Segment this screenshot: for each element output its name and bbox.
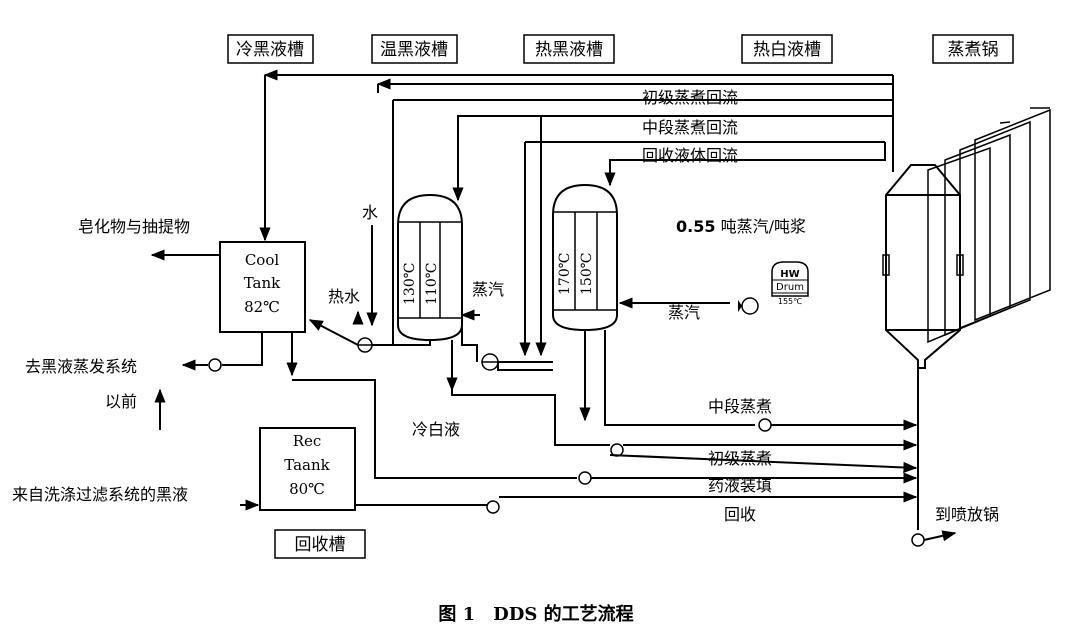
warm-black-tank: 130℃ 110℃ (397, 193, 463, 342)
blow-pump-icon (911, 533, 925, 547)
svg-text:155℃: 155℃ (778, 297, 802, 306)
return-recovered-label: 回收液体回流 (642, 146, 738, 165)
hw-drum-icon: HW Drum 155℃ (771, 261, 809, 306)
flow-middle-label: 中段蒸煮 (708, 397, 772, 416)
svg-text:蒸煮锅: 蒸煮锅 (948, 40, 999, 60)
svg-text:HW: HW (780, 269, 799, 280)
return-initial-label: 初级蒸煮回流 (642, 88, 738, 107)
header-warm-black: 温黑液槽 (371, 34, 458, 64)
svg-text:Rec: Rec (293, 432, 322, 450)
svg-text:110℃: 110℃ (424, 263, 440, 305)
figure-caption: 图 1 DDS 的工艺流程 (438, 603, 633, 625)
header-digester: 蒸煮锅 (932, 34, 1014, 64)
flow-fill-label: 药液装填 (708, 476, 772, 495)
svg-text:82℃: 82℃ (244, 298, 280, 316)
cool-tank: Cool Tank 82℃ (219, 241, 306, 333)
rec-tank: Rec Taank 80℃ (259, 427, 356, 511)
svg-text:150℃: 150℃ (579, 253, 595, 295)
svg-text:Taank: Taank (284, 456, 330, 474)
header-cold-black: 冷黑液槽 (227, 34, 314, 64)
fill-pump-icon (578, 471, 592, 485)
svg-text:Drum: Drum (776, 282, 804, 293)
return-middle-label: 中段蒸煮回流 (642, 118, 738, 137)
header-hot-white: 热白液槽 (741, 34, 833, 64)
svg-text:Tank: Tank (244, 274, 281, 292)
svg-text:热黑液槽: 热黑液槽 (535, 40, 603, 60)
water-label: 水 (362, 203, 378, 222)
svg-text:130℃: 130℃ (402, 263, 418, 305)
digester-vessel (882, 107, 1051, 369)
from-wash-label: 来自洗涤过滤系统的黑液 (12, 485, 188, 504)
rec-caption: 回收槽 (274, 529, 366, 559)
flow-initial-label: 初级蒸煮 (708, 449, 772, 468)
to-blow-label: 到喷放锅 (935, 505, 999, 524)
before-label: 以前 (105, 392, 137, 411)
svg-text:温黑液槽: 温黑液槽 (380, 40, 448, 60)
steam-ratio: 0.55 吨蒸汽/吨浆 (676, 217, 806, 236)
steam1-label: 蒸汽 (472, 280, 504, 299)
svg-text:冷黑液槽: 冷黑液槽 (236, 40, 304, 60)
hot-black-tank: 170℃ 150℃ (552, 183, 618, 332)
hot-water-label: 热水 (328, 287, 360, 306)
middle-pump-icon (758, 418, 772, 432)
flow-recover-label: 回收 (724, 505, 756, 524)
recover-pump-icon (486, 500, 500, 514)
svg-text:80℃: 80℃ (289, 480, 325, 498)
steam2-label: 蒸汽 (668, 303, 700, 322)
svg-text:Cool: Cool (245, 251, 280, 269)
pump-icon (208, 358, 222, 372)
valve-icon (741, 297, 759, 315)
svg-text:回收槽: 回收槽 (295, 535, 346, 555)
header-hot-black: 热黑液槽 (523, 34, 615, 64)
to-evap-label: 去黑液蒸发系统 (25, 357, 137, 376)
svg-text:170℃: 170℃ (557, 253, 573, 295)
cold-white-label: 冷白液 (412, 420, 460, 439)
svg-text:热白液槽: 热白液槽 (753, 40, 821, 60)
soap-label: 皂化物与抽提物 (78, 217, 190, 236)
